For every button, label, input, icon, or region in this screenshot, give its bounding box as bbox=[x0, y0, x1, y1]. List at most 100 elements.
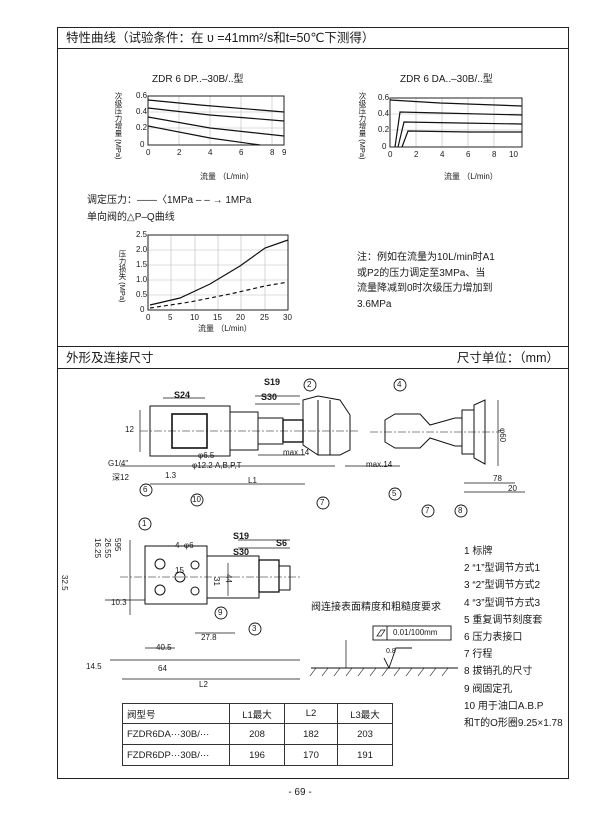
table-row: FZDR6DA···30B/··· 208 182 203 bbox=[122, 723, 393, 745]
chart-title: ZDR 6 DA..–30B/..型 bbox=[400, 74, 493, 85]
legend-item: 5 重复调节刻度套 bbox=[464, 614, 543, 626]
x-tick: 2 bbox=[414, 150, 419, 159]
x-tick: 20 bbox=[236, 313, 245, 322]
section-title: 特性曲线（试验条件：在 υ =41mm²/s和t=50℃下测得） bbox=[66, 31, 375, 45]
dim-label: 12 bbox=[125, 425, 134, 434]
section-title: 外形及连接尺寸 bbox=[66, 351, 154, 365]
check-valve-caption: 单向阀的△P–Q曲线 bbox=[87, 212, 175, 223]
table-cell: 196 bbox=[229, 744, 285, 766]
x-tick: 15 bbox=[213, 313, 222, 322]
callout: 9 bbox=[218, 608, 223, 617]
y-tick: 0 bbox=[140, 140, 145, 149]
x-axis-label: 流量 （L/min） bbox=[198, 324, 252, 333]
callout: 4 bbox=[397, 380, 402, 389]
dim-label: φ6.5 bbox=[198, 451, 215, 460]
dim-label: 深12 bbox=[112, 473, 129, 482]
callout: 2 bbox=[307, 380, 312, 389]
pressure-legend: 调定压力：——〈1MPa – – → 1MPa bbox=[87, 195, 252, 206]
dim-label: S24 bbox=[174, 390, 191, 400]
dim-label: max.14 bbox=[366, 460, 393, 469]
y-axis-label: 压力损失 (MPa) bbox=[118, 250, 127, 303]
dim-label: 27.8 bbox=[201, 633, 217, 642]
section-header-dimensions: 外形及连接尺寸 尺寸单位：（mm） bbox=[57, 346, 569, 369]
x-tick: 9 bbox=[282, 148, 287, 157]
dim-label: φ60 bbox=[498, 428, 507, 443]
table-header-row: 阀型号 L1最大 L2 L3最大 bbox=[122, 703, 393, 724]
dim-label: 64 bbox=[158, 664, 167, 673]
x-tick: 0 bbox=[146, 313, 151, 322]
legend-item: 3 “2”型调节方式2 bbox=[464, 580, 541, 592]
dim-label: 44 bbox=[224, 574, 233, 583]
table-header: L1最大 bbox=[229, 703, 285, 724]
dim-label: 4–φ6 bbox=[175, 541, 194, 550]
dim-label: 595 bbox=[113, 538, 122, 552]
legend-item: 1 标牌 bbox=[464, 546, 493, 557]
unit-label: 尺寸单位：（mm） bbox=[456, 351, 559, 365]
x-tick: 5 bbox=[168, 313, 173, 322]
x-tick: 6 bbox=[466, 150, 471, 159]
y-tick: 2.0 bbox=[136, 245, 148, 254]
y-tick: 1.0 bbox=[136, 275, 148, 284]
x-tick: 8 bbox=[270, 148, 275, 157]
table-header: L3最大 bbox=[337, 703, 393, 724]
dim-label: φ12.2 A,B,P,T bbox=[192, 461, 242, 470]
x-tick: 25 bbox=[260, 313, 269, 322]
page-number: - 69 - bbox=[288, 787, 312, 798]
x-tick: 0 bbox=[146, 148, 151, 157]
dim-label: 26.55 bbox=[103, 538, 112, 559]
note-line: 或P2的压力调定至3MPa、当 bbox=[357, 267, 486, 279]
dim-label: 32.5 bbox=[60, 575, 69, 591]
legend-item: 6 压力表接口 bbox=[464, 632, 523, 644]
dim-label: S30 bbox=[261, 392, 278, 402]
x-axis-label: 流量 （L/min） bbox=[200, 172, 254, 181]
table-cell: FZDR6DP···30B/··· bbox=[122, 744, 230, 766]
dim-label: 10.3 bbox=[111, 598, 127, 607]
legend-item: 10 用于油口A.B.P bbox=[464, 700, 544, 712]
note-line: 注：例如在流量为10L/min时A1 bbox=[357, 252, 495, 263]
roughness-value: 0.8 bbox=[386, 648, 396, 655]
dim-label: S30 bbox=[233, 547, 250, 557]
dim-label: 15 bbox=[175, 566, 184, 575]
y-tick: 0.2 bbox=[136, 123, 148, 132]
x-tick: 10 bbox=[509, 150, 518, 159]
dim-label: 40.5 bbox=[156, 643, 172, 652]
dim-label: 14.5 bbox=[86, 662, 102, 671]
callout: 1 bbox=[142, 519, 147, 528]
y-tick: 0 bbox=[382, 142, 387, 151]
dim-label: 16.25 bbox=[93, 538, 102, 559]
table-cell: FZDR6DA···30B/··· bbox=[122, 723, 230, 745]
callout: 7 bbox=[320, 498, 325, 507]
table-cell: 203 bbox=[337, 723, 393, 745]
x-tick: 2 bbox=[177, 148, 182, 157]
x-tick: 10 bbox=[190, 313, 199, 322]
callout: 8 bbox=[458, 506, 463, 515]
y-tick: 0.2 bbox=[378, 125, 390, 134]
y-tick: 0.6 bbox=[136, 91, 148, 100]
note-line: 3.6MPa bbox=[357, 298, 392, 310]
y-tick: 0.4 bbox=[136, 107, 148, 116]
y-tick: 0 bbox=[140, 305, 145, 314]
legend-item: 4 “3”型调节方式3 bbox=[464, 597, 541, 609]
dim-label: 1.3 bbox=[165, 471, 177, 480]
y-tick: 0.4 bbox=[378, 109, 390, 118]
dim-label: S19 bbox=[264, 377, 281, 387]
dim-label: S6 bbox=[276, 538, 288, 548]
callout: 3 bbox=[252, 624, 257, 633]
dim-label: 31 bbox=[212, 577, 221, 586]
parts-legend: 1 标牌 2 “1”型调节方式1 3 “2”型调节方式2 4 “3”型调节方式3… bbox=[464, 543, 563, 732]
x-tick: 8 bbox=[492, 150, 497, 159]
dim-label: L2 bbox=[199, 680, 208, 689]
surface-caption: 阀连接表面精度和粗糙度要求 bbox=[311, 602, 441, 613]
chart-title: ZDR 6 DP..–30B/..型 bbox=[152, 74, 244, 85]
dim-label: 78 bbox=[493, 474, 502, 483]
note: 注：例如在流量为10L/min时A1 或P2的压力调定至3MPa、当 流量降减到… bbox=[357, 250, 495, 312]
legend-item: 2 “1”型调节方式1 bbox=[464, 563, 541, 575]
flatness-value: 0.01/100mm bbox=[393, 628, 438, 637]
spec-table: 阀型号 L1最大 L2 L3最大 FZDR6DA···30B/··· 208 1… bbox=[122, 703, 393, 766]
callout: 7 bbox=[425, 506, 430, 515]
legend-item: 7 行程 bbox=[464, 649, 493, 661]
dim-label: 20 bbox=[508, 484, 517, 493]
y-tick: 2.5 bbox=[136, 230, 148, 239]
